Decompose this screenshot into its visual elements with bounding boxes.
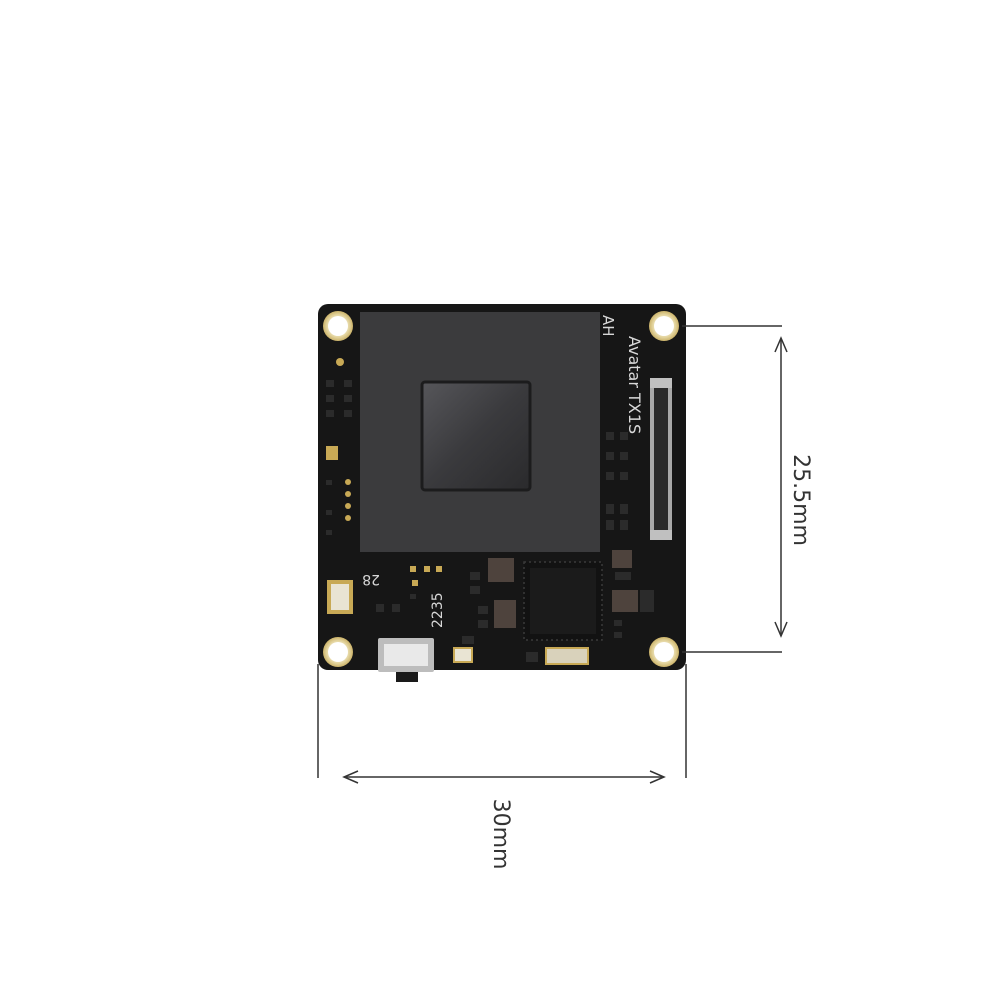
image-sensor <box>420 380 532 492</box>
silkscreen-code-28: 28 <box>362 571 380 587</box>
pcb-board: AH Avatar TX1S 28 2235 <box>318 304 686 682</box>
silkscreen-code-2235: 2235 <box>430 592 446 628</box>
processor-chip <box>523 561 603 641</box>
width-arrow-right <box>649 770 666 784</box>
fpc-connector <box>650 378 672 540</box>
height-dimension <box>682 325 788 653</box>
height-label: 25.5mm <box>788 454 813 546</box>
silkscreen-corner-text: AH <box>599 315 617 337</box>
mounting-holes <box>323 311 679 667</box>
height-arrow-bottom <box>774 621 788 638</box>
center-components <box>376 558 589 665</box>
right-components <box>606 432 654 638</box>
bottom-connector <box>378 638 434 682</box>
width-label: 30mm <box>488 799 513 870</box>
width-dimension <box>317 664 687 784</box>
height-arrow-top <box>774 336 788 353</box>
width-arrow-left <box>342 770 359 784</box>
left-components <box>326 358 353 614</box>
silkscreen-model-text: Avatar TX1S <box>625 336 644 434</box>
